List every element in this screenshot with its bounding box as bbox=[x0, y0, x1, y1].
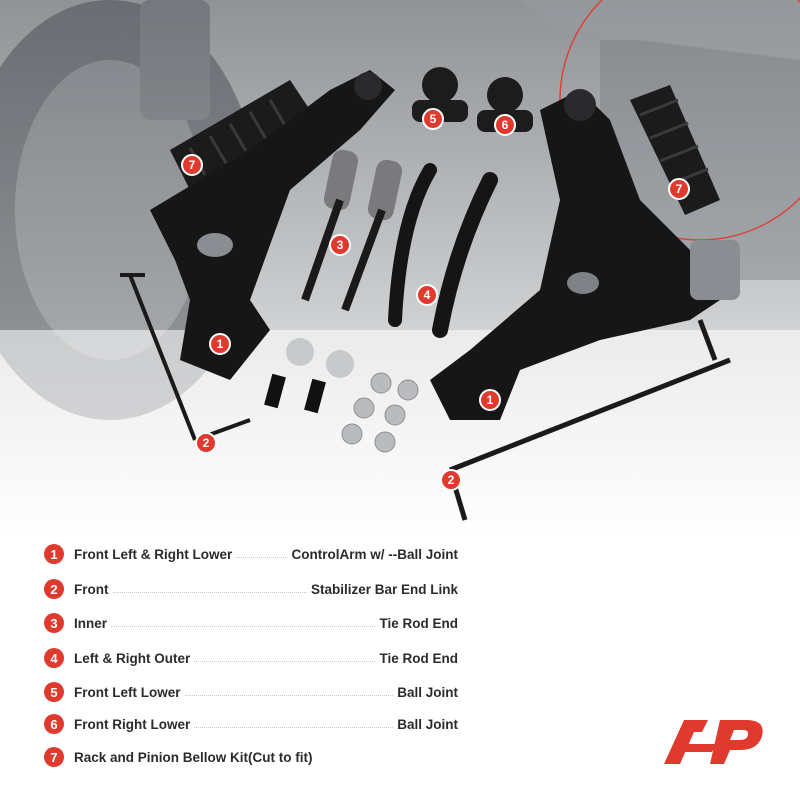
legend-dotted-leader bbox=[194, 660, 376, 662]
legend-row-4: 4 Left & Right Outer Tie Rod End bbox=[44, 646, 458, 670]
legend-row-left-text: Inner bbox=[74, 615, 108, 631]
callout-badge-1-left: 1 bbox=[209, 333, 231, 355]
callout-badge-3: 3 bbox=[329, 234, 351, 256]
legend-number-badge: 1 bbox=[44, 544, 64, 564]
callout-badge-1-right: 1 bbox=[479, 389, 501, 411]
legend-row-3: 3 Inner Tie Rod End bbox=[44, 611, 458, 635]
legend-dotted-leader bbox=[194, 726, 394, 728]
product-photo bbox=[0, 0, 800, 540]
legend-row-left-text: Front Left & Right Lower bbox=[74, 546, 233, 562]
legend-dotted-leader bbox=[184, 694, 394, 696]
callout-badge-6: 6 bbox=[494, 114, 516, 136]
outer-tie-rods bbox=[388, 163, 498, 338]
callout-badge-2-left: 2 bbox=[195, 432, 217, 454]
callout-badge-4: 4 bbox=[416, 284, 438, 306]
legend-row-right-text: Tie Rod End bbox=[379, 615, 458, 631]
control-arm-left bbox=[150, 70, 395, 380]
legend-number-badge: 4 bbox=[44, 648, 64, 668]
legend-dotted-leader bbox=[236, 556, 288, 558]
legend-row-1: 1 Front Left & Right Lower ControlArm w/… bbox=[44, 542, 458, 566]
legend-number-badge: 6 bbox=[44, 714, 64, 734]
legend-row-right-text: Stabilizer Bar End Link bbox=[310, 581, 458, 597]
hardware bbox=[264, 338, 419, 453]
legend-row-left-text: Rack and Pinion Bellow Kit(Cut to fit) bbox=[74, 749, 313, 765]
legend-number-badge: 7 bbox=[44, 747, 64, 767]
legend-row-left-text: Front Left Lower bbox=[74, 684, 181, 700]
bellow-left bbox=[170, 80, 310, 190]
legend-row-right-text: ControlArm w/ --Ball Joint bbox=[291, 546, 459, 562]
legend-row-right-text: Ball Joint bbox=[397, 684, 458, 700]
callout-badge-5: 5 bbox=[422, 108, 444, 130]
legend-row-left-text: Front Right Lower bbox=[74, 716, 191, 732]
legend-number-badge: 2 bbox=[44, 579, 64, 599]
inner-tie-rods bbox=[301, 149, 403, 312]
legend-dotted-leader bbox=[111, 625, 376, 627]
legend-row-2: 2 Front Stabilizer Bar End Link bbox=[44, 577, 458, 601]
legend-row-5: 5 Front Left Lower Ball Joint bbox=[44, 680, 458, 704]
legend-row-right-text: Tie Rod End bbox=[379, 650, 458, 666]
legend-number-badge: 3 bbox=[44, 613, 64, 633]
callout-badge-2-right: 2 bbox=[440, 469, 462, 491]
legend-row-left-text: Front bbox=[74, 581, 109, 597]
callout-badge-7-left: 7 bbox=[181, 154, 203, 176]
legend-row-left-text: Left & Right Outer bbox=[74, 650, 191, 666]
legend-row-right-text: Ball Joint bbox=[397, 716, 458, 732]
legend-number-badge: 5 bbox=[44, 682, 64, 702]
legend-row-6: 6 Front Right Lower Ball Joint bbox=[44, 712, 458, 736]
legend-row-7: 7 Rack and Pinion Bellow Kit(Cut to fit) bbox=[44, 745, 458, 769]
control-arm-right bbox=[430, 90, 720, 420]
brand-logo-icon bbox=[664, 720, 763, 764]
legend-dotted-leader bbox=[112, 591, 307, 593]
callout-badge-7-right: 7 bbox=[668, 178, 690, 200]
